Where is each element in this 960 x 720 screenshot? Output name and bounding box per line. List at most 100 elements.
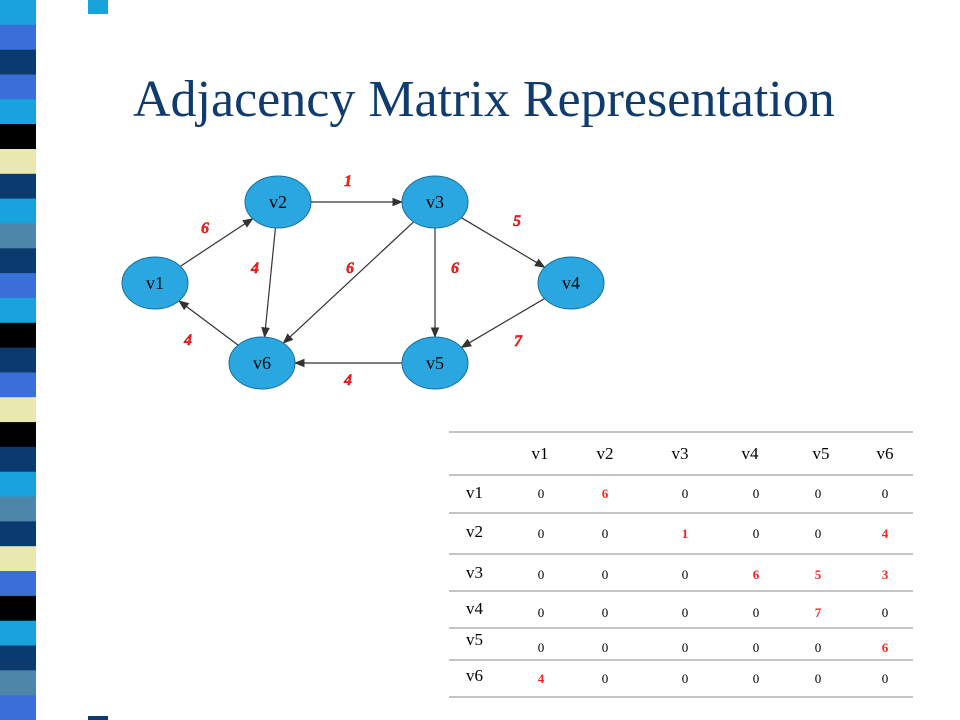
matrix-cell: 0 — [538, 605, 545, 620]
matrix-cell: 6 — [753, 567, 760, 582]
stripe-block — [0, 273, 36, 299]
stripe-block — [0, 99, 36, 125]
edge-v3-v4 — [461, 217, 546, 268]
matrix-cell: 0 — [538, 640, 545, 655]
stripe-block — [0, 24, 36, 51]
matrix-cell: 0 — [815, 526, 822, 541]
matrix-cell: 0 — [753, 486, 760, 501]
matrix-cell: 1 — [682, 526, 689, 541]
node-v1: v1 — [121, 256, 189, 310]
edge-weight-label: 6 — [346, 260, 354, 277]
node-v5: v5 — [401, 336, 469, 390]
node-circle — [121, 256, 189, 310]
node-v2: v2 — [244, 175, 312, 229]
edge-weight-label: 6 — [451, 260, 459, 277]
matrix-cell: 0 — [815, 640, 822, 655]
stripe-block — [0, 74, 36, 100]
stripe-block — [0, 546, 36, 572]
matrix-row-label: v5 — [466, 630, 483, 649]
node-label: v2 — [269, 192, 287, 212]
matrix-cell: 0 — [882, 671, 889, 686]
stripe-block — [0, 670, 36, 696]
edge-weight-label: 7 — [514, 333, 523, 350]
matrix-cell: 6 — [882, 640, 889, 655]
matrix-cell: 7 — [815, 605, 822, 620]
stripe-block — [0, 149, 36, 175]
matrix-cell: 4 — [538, 671, 545, 686]
matrix-cell: 0 — [753, 605, 760, 620]
edge-weight-label: 1 — [344, 173, 352, 190]
node-label: v6 — [253, 353, 271, 373]
edge-weight-label: 6 — [201, 220, 209, 237]
matrix-cell: 0 — [682, 671, 689, 686]
matrix-cell: 0 — [753, 640, 760, 655]
matrix-row-v4: v4 0 0 0 0 7 0 — [466, 599, 888, 620]
matrix-cell: 0 — [753, 526, 760, 541]
matrix-cell: 0 — [815, 671, 822, 686]
matrix-cell: 0 — [602, 671, 609, 686]
stripe-block — [0, 571, 36, 597]
node-label: v1 — [146, 273, 164, 293]
matrix-cell: 0 — [602, 640, 609, 655]
matrix-row-label: v3 — [466, 563, 483, 582]
matrix-cell: 0 — [538, 526, 545, 541]
matrix-cell: 0 — [882, 605, 889, 620]
edge-weight-label: 4 — [343, 372, 352, 389]
stripe-block — [0, 521, 36, 547]
edge-layer — [178, 197, 546, 368]
edge-v4-v5 — [460, 298, 545, 348]
stripe-pattern — [0, 0, 108, 720]
stripe-block — [0, 347, 36, 373]
matrix-column-header: v5 — [813, 444, 830, 463]
matrix-cell: 3 — [882, 567, 889, 582]
node-v4: v4 — [537, 256, 605, 310]
matrix-cell: 0 — [815, 486, 822, 501]
stripe-block — [0, 297, 36, 324]
matrix-cell: 0 — [682, 605, 689, 620]
stripe-block — [0, 248, 36, 274]
matrix-cell: 0 — [602, 605, 609, 620]
matrix-row-v2: v2 0 0 1 0 0 4 — [466, 522, 889, 541]
stripe-block — [0, 372, 36, 398]
matrix-cell: 4 — [882, 526, 889, 541]
stripe-block — [0, 397, 36, 423]
matrix-cell: 0 — [602, 526, 609, 541]
matrix-cell: 0 — [682, 640, 689, 655]
stripe-block — [0, 0, 36, 26]
node-circle — [537, 256, 605, 310]
stripe-block — [0, 198, 36, 224]
node-circle — [401, 336, 469, 390]
stripe-block — [0, 49, 36, 75]
stripe-block — [0, 322, 36, 349]
stripe-block — [0, 645, 36, 671]
edge-weight-label: 4 — [183, 332, 192, 349]
matrix-row-label: v2 — [466, 522, 483, 541]
edge-weight-label: 4 — [250, 260, 259, 277]
matrix-cell: 0 — [882, 486, 889, 501]
matrix-row-v5: v5 0 0 0 0 0 6 — [466, 630, 889, 655]
decorative-stripe-bar — [0, 0, 108, 720]
edge-v2-v6 — [261, 227, 277, 339]
slide-title: Adjacency Matrix Representation — [133, 71, 835, 128]
matrix-cell: 0 — [682, 486, 689, 501]
node-label: v4 — [562, 273, 580, 293]
matrix-column-header: v6 — [877, 444, 894, 463]
edge-v3-v6 — [282, 221, 415, 344]
matrix-column-header: v4 — [742, 444, 760, 463]
stripe-block — [0, 173, 36, 200]
matrix-cell: 6 — [602, 486, 609, 501]
matrix-column-header: v1 — [532, 444, 549, 463]
edge-v1-v2 — [179, 218, 254, 267]
matrix-grid-lines — [449, 431, 913, 698]
stripe-block — [0, 446, 36, 473]
matrix-cell: 0 — [602, 567, 609, 582]
stripe-block — [0, 496, 36, 522]
matrix-row-label: v4 — [466, 599, 484, 618]
matrix-column-header: v3 — [672, 444, 689, 463]
